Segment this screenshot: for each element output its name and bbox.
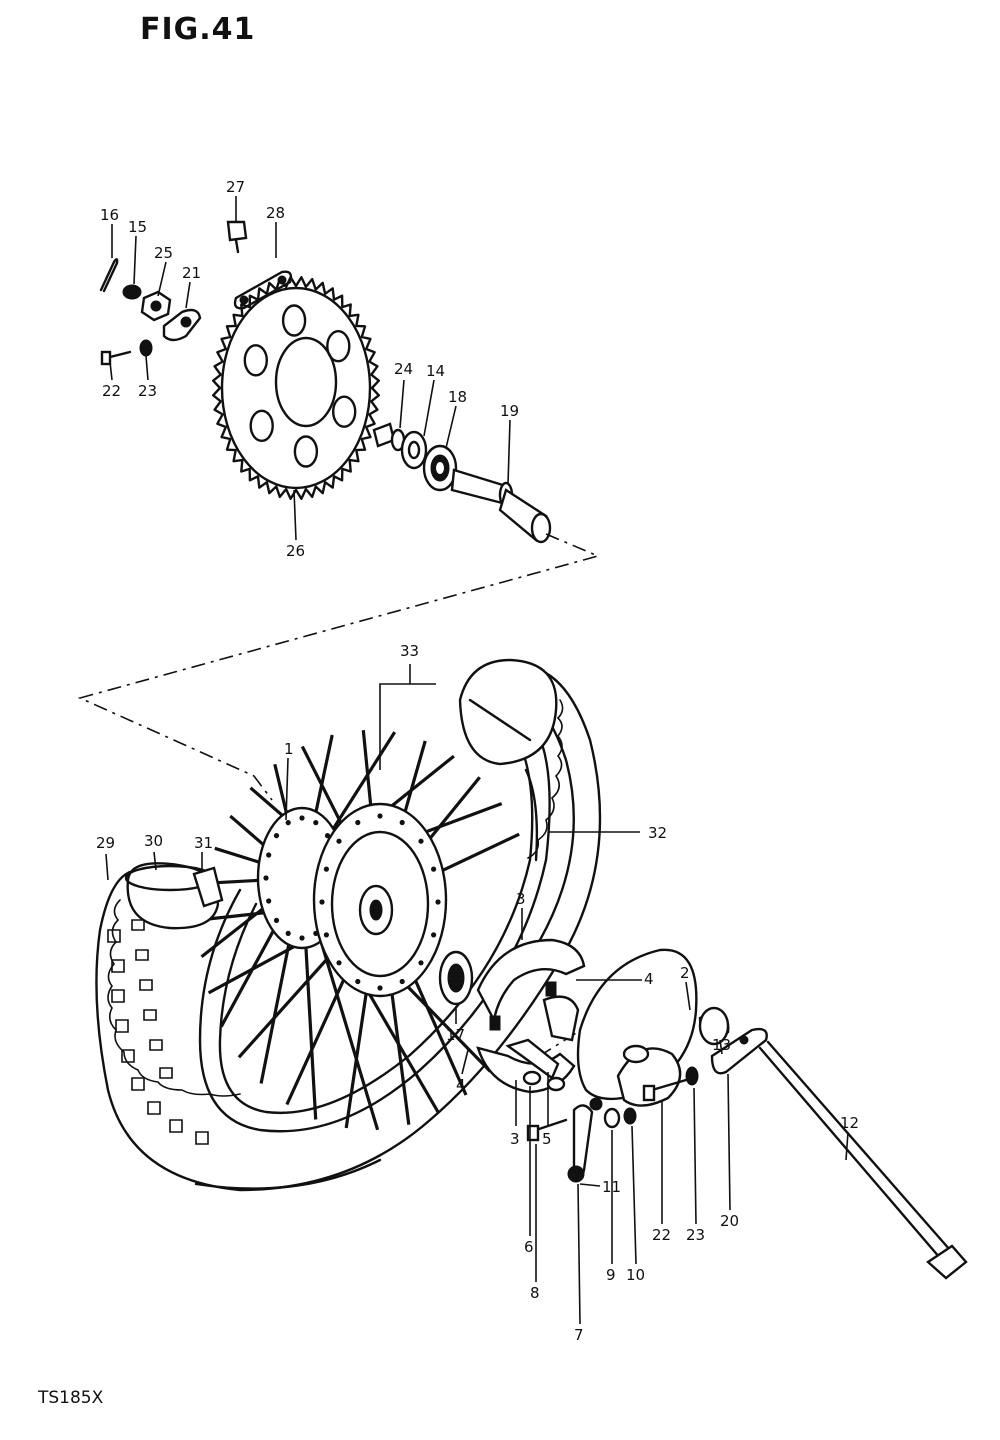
callout-8: 8 <box>530 1284 540 1302</box>
chain-adjuster-part <box>162 308 202 342</box>
callout-22: 22 <box>102 382 121 400</box>
callout-15: 15 <box>128 218 147 236</box>
spacer-part <box>450 468 552 544</box>
assembly-line <box>77 533 601 801</box>
assembly-line <box>513 1017 601 1073</box>
callout-25: 25 <box>154 244 173 262</box>
bolt-part <box>100 350 132 366</box>
callout-30: 30 <box>144 832 163 850</box>
cam-lever-bolt-part <box>526 1118 568 1142</box>
callout-27: 27 <box>226 178 245 196</box>
callout-1: 1 <box>284 740 294 758</box>
figure-title: FIG.41 <box>140 12 256 47</box>
axle-spacer-part <box>698 1006 730 1046</box>
wheel-rim-part <box>198 708 551 1133</box>
inner-tube-part <box>458 658 558 766</box>
callout-3: 3 <box>510 1130 520 1148</box>
callout-5: 5 <box>542 1130 552 1148</box>
callout-labels: 16 15 25 21 22 23 27 28 24 14 18 19 26 3… <box>96 178 859 1344</box>
hub-bearing-part <box>438 950 474 1006</box>
callout-21: 21 <box>182 264 201 282</box>
callout-2: 2 <box>680 964 690 982</box>
sprocket-bolt-part <box>226 220 248 254</box>
callout-28: 28 <box>266 204 285 222</box>
callout-24: 24 <box>394 360 413 378</box>
callout-31: 31 <box>194 834 213 852</box>
cotter-pin-part <box>99 258 119 293</box>
adjuster-washer-part <box>685 1066 699 1086</box>
callout-29: 29 <box>96 834 115 852</box>
brake-cam-part <box>505 1038 560 1080</box>
brake-cam-lever-part <box>567 1104 594 1183</box>
callout-33: 33 <box>400 642 419 660</box>
callout-9: 9 <box>606 1266 616 1284</box>
callout-18: 18 <box>448 388 467 406</box>
oil-seal-part <box>400 430 428 470</box>
callout-13: 13 <box>712 1036 731 1054</box>
o-ring-part <box>522 1070 542 1086</box>
callout-22: 22 <box>652 1226 671 1244</box>
spring-washer-part <box>139 339 153 357</box>
rear-axle-part <box>758 1040 968 1280</box>
rear-sprocket-part <box>212 276 380 500</box>
callout-23: 23 <box>686 1226 705 1244</box>
callout-4: 4 <box>644 970 654 988</box>
rear-hub-part <box>256 802 448 998</box>
callout-16: 16 <box>100 206 119 224</box>
callout-6: 6 <box>524 1238 534 1256</box>
brake-shoe-part <box>476 938 586 1094</box>
callout-10: 10 <box>626 1266 645 1284</box>
lever-nut-part <box>623 1107 637 1125</box>
callout-26: 26 <box>286 542 305 560</box>
castle-nut-part <box>122 284 142 300</box>
callout-32: 32 <box>648 824 667 842</box>
valve-cap-part <box>192 866 224 908</box>
callout-19: 19 <box>500 402 519 420</box>
callout-17: 17 <box>446 1026 465 1044</box>
callout-7: 7 <box>574 1326 584 1344</box>
callout-23: 23 <box>138 382 157 400</box>
callout-12: 12 <box>840 1114 859 1132</box>
lever-washer-part <box>603 1107 621 1129</box>
callout-3: 3 <box>516 890 526 908</box>
indicator-plate-part <box>546 1076 566 1092</box>
callout-14: 14 <box>426 362 445 380</box>
hex-nut-part <box>140 290 172 322</box>
callout-20: 20 <box>720 1212 739 1230</box>
leader-lines <box>105 196 849 1325</box>
model-code: TS185X <box>38 1388 104 1408</box>
axle-adjuster-part <box>710 1027 768 1075</box>
adjuster-bolt-part <box>642 1078 688 1102</box>
callout-4: 4 <box>456 1076 466 1094</box>
bearing-part <box>422 444 458 492</box>
brake-panel-part <box>576 948 698 1111</box>
callout-11: 11 <box>602 1178 621 1196</box>
